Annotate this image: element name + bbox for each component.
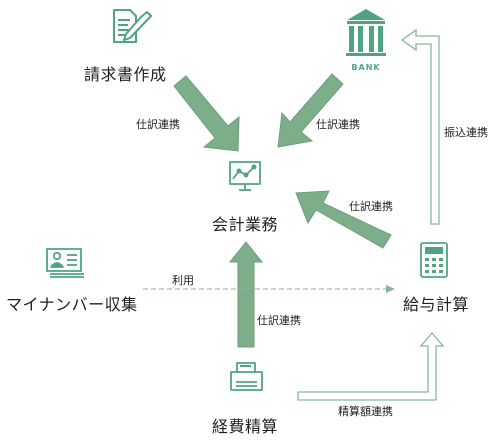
document-pen-icon [113,9,152,43]
invoice-label: 請求書作成 [84,65,167,84]
arrow-expense-to-accounting [228,241,264,348]
monitor-chart-icon [229,161,261,191]
edge-label-expense-to-accounting: 仕訳連携 [257,314,301,327]
id-card-icon [46,248,84,278]
arrow-payroll-to-bank [400,28,440,225]
arrow-bank-to-accounting [277,73,344,148]
edge-label-invoice-to-accounting: 仕訳連携 [136,118,180,131]
edge-label-bank-to-accounting: 仕訳連携 [316,118,360,131]
accounting-label: 会計業務 [212,215,279,234]
arrow-expense-to-payroll [297,331,445,401]
printer-icon [230,362,263,391]
bank-icon [346,9,386,56]
arrow-invoice-to-accounting [173,75,240,152]
payroll-label: 給与計算 [403,295,470,314]
expense-label: 経費精算 [212,417,279,436]
mynumber-label: マイナンバー収集 [6,295,138,314]
edge-label-expense-to-payroll: 精算額連携 [338,405,393,418]
arrow-mynumber-to-payroll-head [386,285,395,293]
bank-label: BANK [351,63,380,72]
edge-label-payroll-to-accounting: 仕訳連携 [349,200,393,213]
arrow-payroll-to-accounting [295,190,392,249]
calculator-icon [420,242,448,278]
edge-label-payroll-to-bank: 振込連携 [444,126,488,139]
edge-label-mynumber-to-payroll: 利用 [172,274,194,287]
